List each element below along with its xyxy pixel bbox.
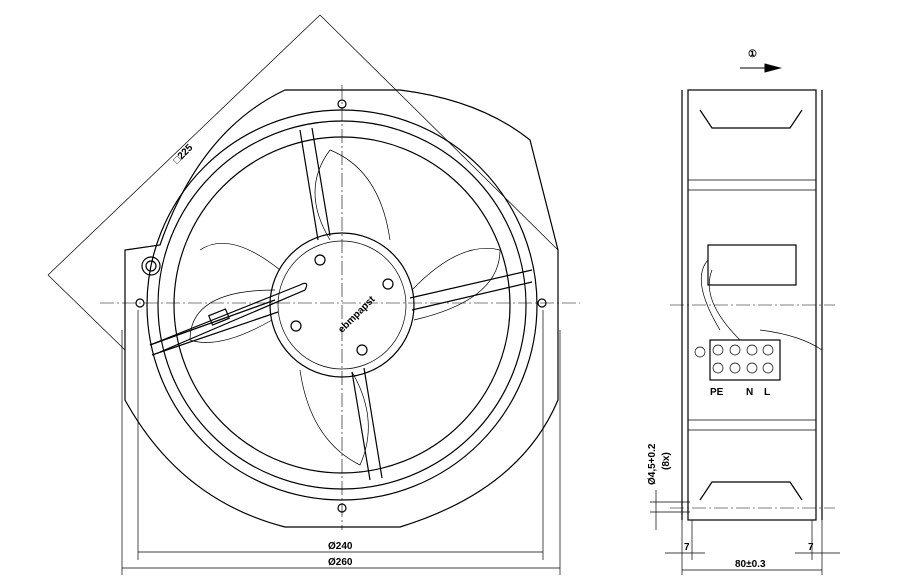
cable [149, 282, 308, 353]
square-dimension: □225 [172, 142, 196, 166]
dimension-240: Ø240 [328, 541, 353, 552]
cable-sleeve [208, 308, 230, 326]
hole-dimension: Ø4,5+0.2 [647, 443, 658, 485]
terminal-pe: PE [710, 387, 724, 398]
terminal-block [709, 339, 781, 381]
airflow-arrow [740, 63, 782, 73]
housing-outline [124, 89, 559, 528]
blades [189, 149, 501, 466]
side-view: ① PE N L Ø4,5+0.2 (8x) [647, 49, 840, 575]
flange-left-dim: 7 [684, 542, 690, 553]
airflow-marker: ① [748, 49, 757, 60]
depth-dimension: 80±0.3 [735, 559, 766, 570]
terminal-l: L [764, 387, 770, 398]
mounting-holes [135, 99, 547, 513]
flange-right-dim: 7 [808, 542, 814, 553]
dimension-260: Ø260 [328, 557, 353, 568]
front-view: ebmpapst □225 Ø240 Ø260 [47, 14, 580, 575]
capacitor [707, 244, 797, 286]
struts [149, 127, 533, 481]
hole-count: (8x) [661, 452, 672, 470]
wires [700, 259, 823, 351]
terminal-n: N [746, 387, 753, 398]
logo: ebmpapst [336, 294, 378, 336]
